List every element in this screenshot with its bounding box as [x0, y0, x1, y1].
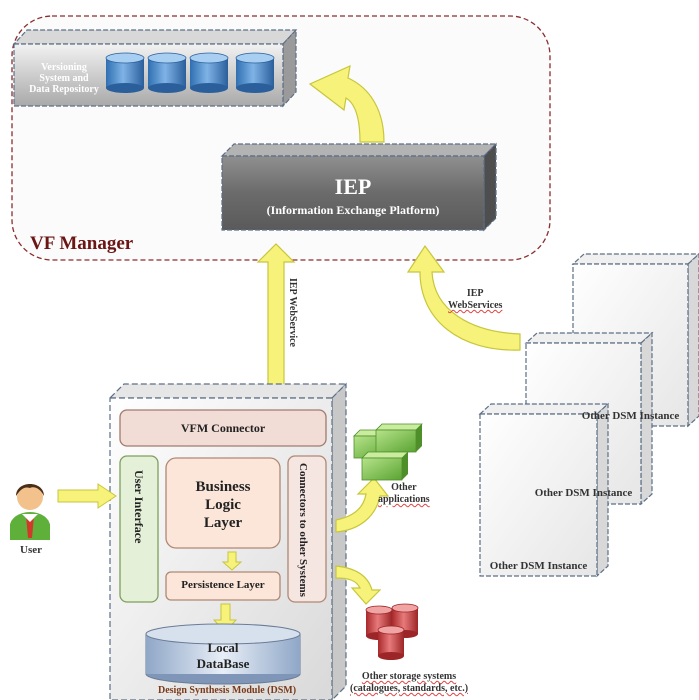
other-applications-line2: applications — [378, 494, 430, 505]
logic-to-persistence-arrow — [221, 551, 243, 571]
to-storage-arrow — [335, 565, 382, 605]
repository-label-line2: System and — [39, 73, 89, 84]
persistence-layer-label: Persistence Layer — [181, 579, 265, 591]
iep-webservices-line2: WebServices — [448, 300, 503, 311]
repository-label: Versioning System and Data Repository — [16, 62, 112, 95]
iep-webservices-line1: IEP — [466, 288, 484, 299]
other-dsm-instance-1 — [478, 402, 610, 578]
user-interface-text: User Interface — [132, 470, 146, 544]
dsm-module-label: Design Synthesis Module (DSM) — [158, 685, 297, 696]
iep-webservice-label: IEP WebService — [287, 278, 298, 347]
storage-database-icon — [365, 603, 419, 660]
iep-title: IEP — [334, 174, 372, 199]
business-logic-line3: Layer — [203, 515, 243, 531]
to-applications-arrow — [335, 477, 390, 533]
other-storage-line2: (catalogues, standards, etc.) — [350, 683, 469, 694]
vfm-connector-panel — [119, 409, 327, 447]
user-to-ui-arrow — [57, 483, 117, 509]
local-database-line1: Local — [207, 640, 239, 655]
user-label: User — [20, 544, 42, 556]
iep-subtitle: (Information Exchange Platform) — [266, 203, 440, 217]
iep-webservice-text: IEP WebService — [287, 278, 298, 347]
other-dsm-instance-label-1: Other DSM Instance — [489, 560, 588, 572]
user-interface-label: User Interface — [131, 470, 146, 543]
webservices-curved-arrow — [406, 244, 521, 351]
persistence-layer-panel — [165, 571, 281, 601]
connectors-text: Connectors to other Systems — [297, 463, 309, 597]
iep-to-repository-arrow — [308, 64, 385, 143]
applications-icon — [353, 423, 423, 481]
other-storage-line1: Other storage systems — [361, 671, 457, 682]
iep-webservices-label: IEP WebServices — [448, 288, 502, 312]
vfm-connector-label: VFM Connector — [180, 421, 266, 435]
connectors-label: Connectors to other Systems — [296, 462, 309, 598]
local-database-label: Local DataBase — [146, 640, 300, 672]
business-logic-line1: Business — [195, 479, 251, 495]
business-logic-label: Business Logic Layer — [166, 478, 280, 532]
local-database-icon — [145, 623, 301, 685]
other-applications-line1: Other — [391, 482, 417, 493]
repository-label-line3: Data Repository — [29, 84, 99, 95]
connectors-panel — [287, 455, 327, 603]
business-logic-panel — [165, 457, 281, 549]
other-dsm-instance-label-3: Other DSM Instance — [581, 410, 680, 422]
user-interface-panel — [119, 455, 159, 603]
other-applications-label: Other applications — [378, 482, 430, 506]
business-logic-line2: Logic — [205, 497, 241, 513]
other-dsm-instance-label-2: Other DSM Instance — [534, 487, 633, 499]
user-icon — [10, 484, 50, 540]
vf-manager-title: VF Manager — [30, 233, 134, 254]
local-database-line2: DataBase — [196, 656, 250, 671]
other-storage-label: Other storage systems (catalogues, stand… — [350, 671, 468, 695]
iep-box — [220, 142, 498, 232]
repository-database-icon — [105, 52, 275, 93]
repository-label-line1: Versioning — [41, 62, 87, 73]
